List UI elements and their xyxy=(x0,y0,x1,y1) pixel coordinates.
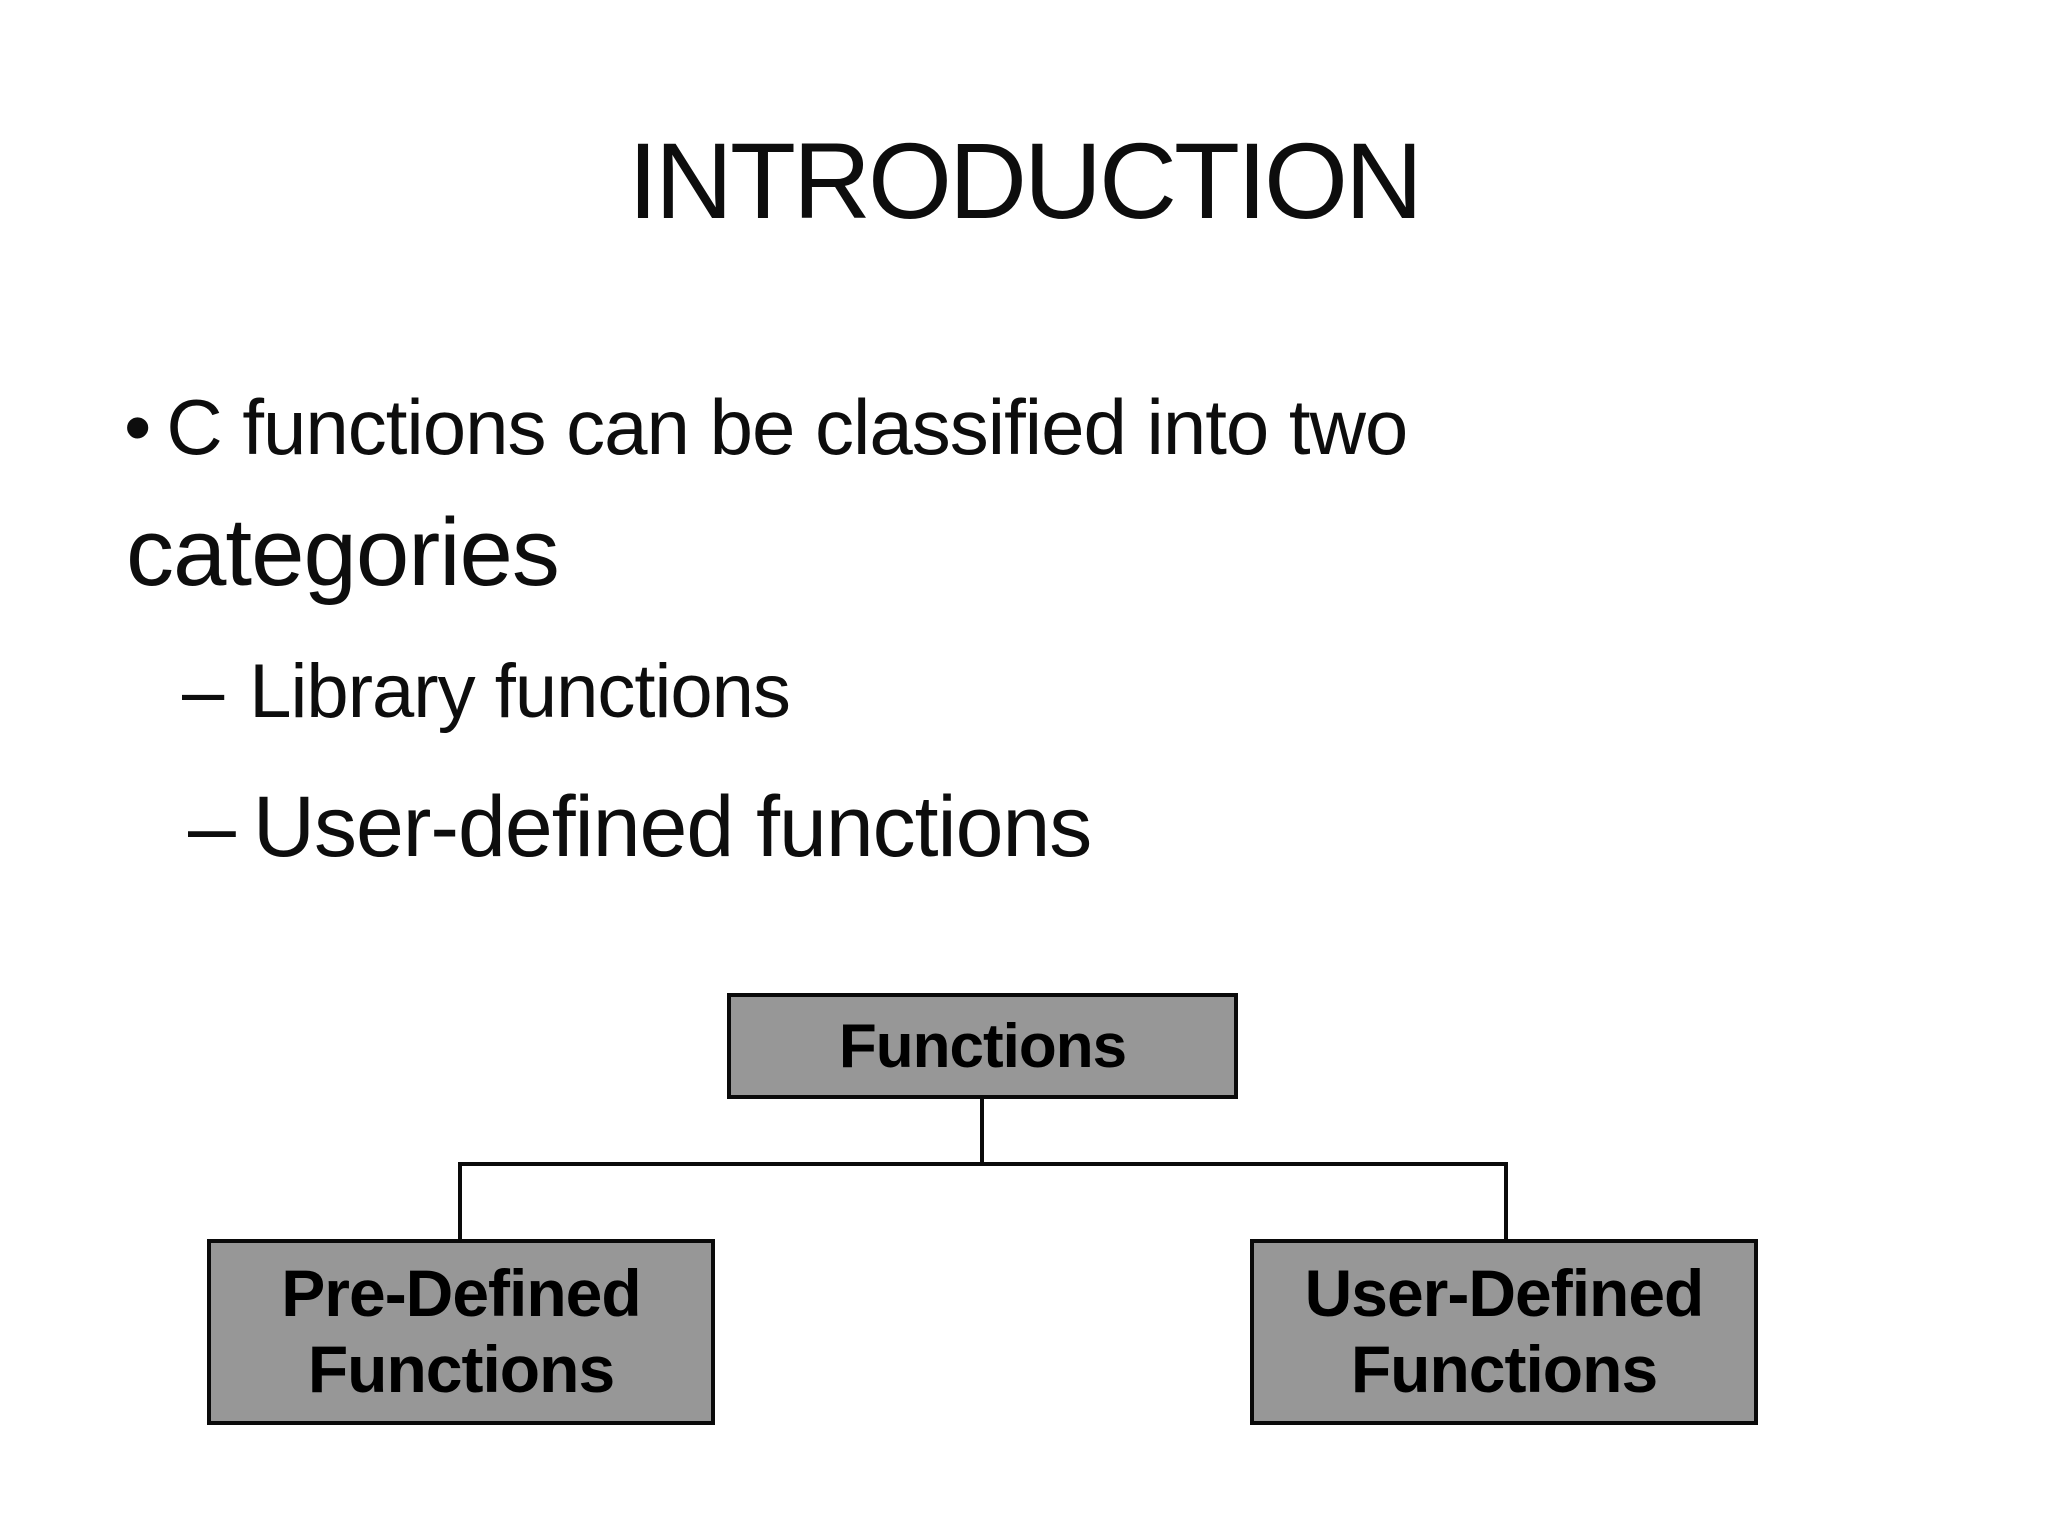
diagram-box-functions: Functions xyxy=(727,993,1238,1099)
diagram-box-userdefined-line1: User-Defined xyxy=(1304,1256,1705,1331)
slide-title: INTRODUCTION xyxy=(628,120,1423,241)
diagram-box-predefined-line1: Pre-Defined xyxy=(281,1256,641,1331)
bullet-dot-marker: • xyxy=(124,383,151,471)
diagram-box-functions-label: Functions xyxy=(838,1011,1127,1081)
diagram-box-predefined-line2: Functions xyxy=(307,1332,615,1406)
dash-marker-user-defined: – xyxy=(188,779,236,875)
bullet-text-line1: C functions can be classified into two xyxy=(166,383,1408,471)
dash-marker-library: – xyxy=(182,649,224,734)
connector-root-vertical xyxy=(980,1096,984,1166)
sub-bullet-library: –Library functions xyxy=(182,648,791,735)
sub-bullet-library-text: Library functions xyxy=(249,649,791,734)
diagram-box-userdefined-line2: Functions xyxy=(1350,1332,1658,1406)
diagram-box-userdefined-functions: User-Defined Functions xyxy=(1250,1239,1758,1425)
connector-horizontal xyxy=(458,1162,1508,1166)
connector-left-vertical xyxy=(458,1162,462,1242)
bullet-paragraph-line1: •C functions can be classified into two xyxy=(124,382,1408,473)
sub-bullet-user-defined: –User-defined functions xyxy=(188,778,1092,877)
sub-bullet-user-defined-text: User-defined functions xyxy=(252,779,1092,875)
diagram-box-predefined-functions: Pre-Defined Functions xyxy=(207,1239,715,1425)
connector-right-vertical xyxy=(1504,1162,1508,1242)
bullet-paragraph-line2: categories xyxy=(126,499,560,606)
